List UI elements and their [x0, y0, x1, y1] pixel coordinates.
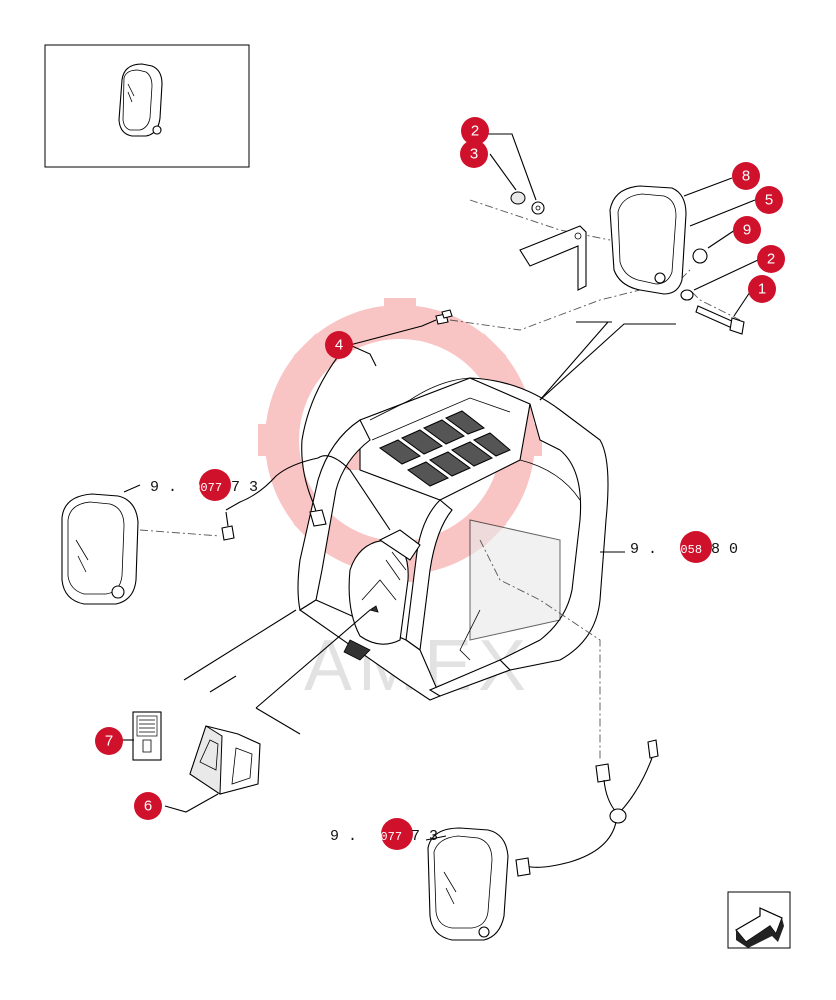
- cab-frame: [297, 321, 676, 701]
- callout-5: 5: [755, 186, 783, 214]
- wiring-harness: [139, 309, 659, 877]
- svg-text:4: 4: [335, 337, 343, 354]
- previous-page-arrow-icon: [735, 907, 784, 948]
- previous-page-button[interactable]: [727, 891, 791, 949]
- work-lamp-icon: [118, 63, 163, 137]
- svg-text:8: 8: [742, 168, 750, 185]
- svg-text:2: 2: [471, 123, 479, 140]
- callout-7: 7: [95, 727, 123, 755]
- svg-text:9: 9: [743, 222, 751, 239]
- inset-box: [44, 44, 250, 168]
- svg-text:2: 2: [767, 251, 775, 268]
- svg-text:7: 7: [105, 733, 113, 750]
- upper-lamp-assembly: [449, 185, 745, 335]
- callout-4: 4: [325, 331, 353, 359]
- leader-lines: [121, 133, 759, 813]
- callout-9: 9: [733, 216, 761, 244]
- svg-text:1: 1: [758, 281, 766, 298]
- reference-bottom-lamp[interactable]: 9 . 00077 7 3: [330, 818, 438, 850]
- callout-2-right: 2: [757, 245, 785, 273]
- switch-symbol-part: [132, 711, 162, 761]
- svg-text:5: 5: [765, 192, 773, 209]
- svg-text:3: 3: [470, 146, 478, 163]
- callout-6: 6: [134, 792, 162, 820]
- callout-8: 8: [732, 162, 760, 190]
- reference-left-lamp[interactable]: 9 . 00077 7 3: [150, 469, 258, 501]
- rocker-switch-part: [189, 725, 261, 795]
- svg-text:9 . 00077 7 3: 9 . 00077 7 3: [330, 828, 438, 845]
- svg-text:9 . 00058 8 0: 9 . 00058 8 0: [630, 541, 738, 558]
- svg-text:6: 6: [144, 798, 152, 815]
- svg-text:9 . 00077 7 3: 9 . 00077 7 3: [150, 479, 258, 496]
- callout-1: 1: [748, 275, 776, 303]
- callout-2-top: 2: [461, 117, 489, 145]
- callout-3: 3: [460, 140, 488, 168]
- left-work-lamp: [61, 484, 141, 605]
- bottom-work-lamp: [425, 827, 509, 941]
- bolt-part: [695, 305, 745, 335]
- reference-cab[interactable]: 9 . 00058 8 0: [630, 531, 738, 563]
